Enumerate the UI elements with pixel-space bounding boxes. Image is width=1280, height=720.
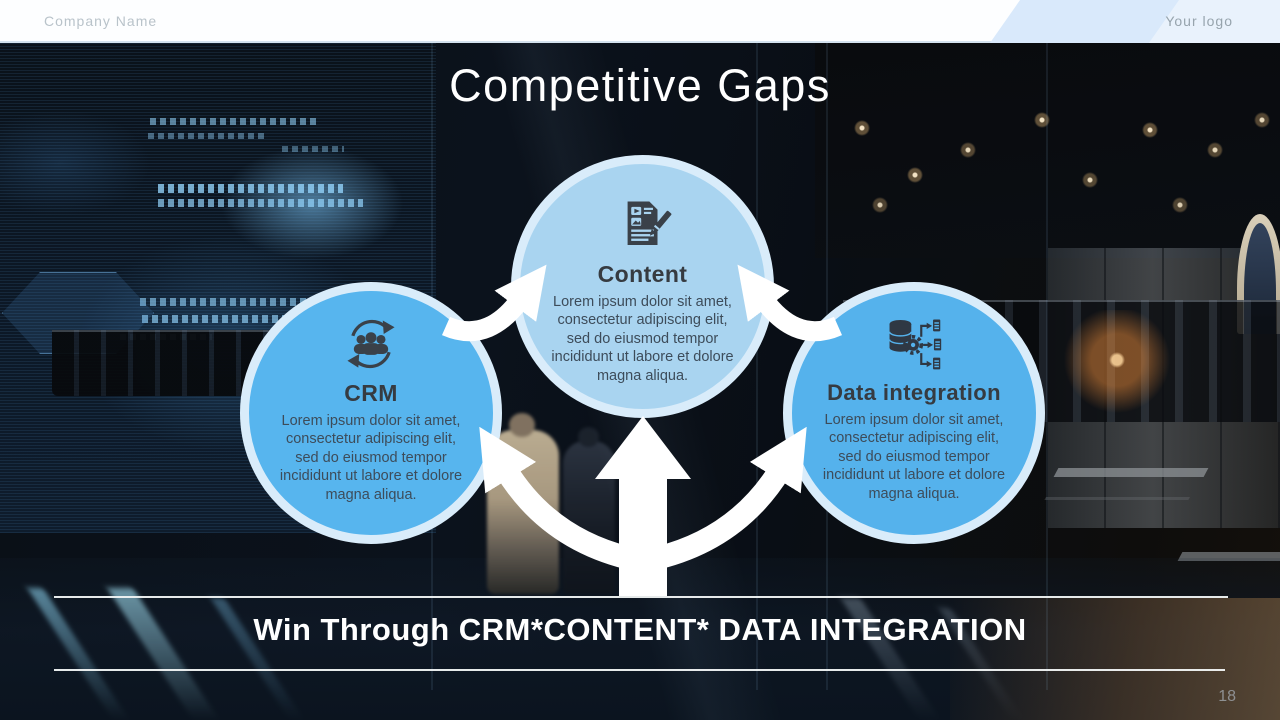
- banner-text: Win Through CRM*CONTENT* DATA INTEGRATIO…: [253, 612, 1027, 647]
- circle-body: Lorem ipsum dolor sit amet, consectetur …: [551, 294, 734, 384]
- background-warm-light: [1062, 310, 1182, 420]
- circle-data-integration: Data integration Lorem ipsum dolor sit a…: [783, 282, 1045, 544]
- background-ceiling-spotlights: [815, 43, 1280, 258]
- circle-crm: CRM Lorem ipsum dolor sit amet, consecte…: [240, 282, 502, 544]
- page-number: 18: [1218, 688, 1236, 705]
- background-screen-text: [148, 133, 266, 139]
- circle-title: CRM: [344, 380, 398, 406]
- circle-title: Content: [597, 261, 688, 287]
- circle-title: Data integration: [827, 380, 1001, 405]
- background-screen-text: [158, 184, 343, 193]
- circle-body: Lorem ipsum dolor sit amet, consectetur …: [822, 412, 1006, 502]
- background-glass-divider: [756, 43, 758, 690]
- circle-body: Lorem ipsum dolor sit amet, consectetur …: [279, 413, 463, 503]
- media-document-icon: [614, 196, 672, 254]
- banner-rule-bottom: [54, 669, 1225, 671]
- banner-rule-top: [54, 596, 1228, 598]
- background-screen-text: [282, 146, 344, 152]
- header: Company Name Your logo: [0, 0, 1280, 43]
- background-warm-corner: [950, 598, 1280, 720]
- background-screen-text: [140, 298, 340, 306]
- background-display-table: [1053, 468, 1209, 477]
- slide-title: Competitive Gaps: [449, 60, 831, 111]
- background-screen-text: [158, 199, 363, 207]
- background-screen-text: [150, 118, 320, 125]
- background-screen-text: [142, 315, 374, 323]
- logo-placeholder-label: Your logo: [1165, 13, 1233, 29]
- people-sync-icon: [342, 315, 400, 373]
- circle-content: Content Lorem ipsum dolor sit amet, cons…: [511, 155, 774, 418]
- background-glass-divider: [1046, 43, 1048, 690]
- company-name-label: Company Name: [44, 13, 158, 29]
- database-flow-icon: [885, 315, 943, 373]
